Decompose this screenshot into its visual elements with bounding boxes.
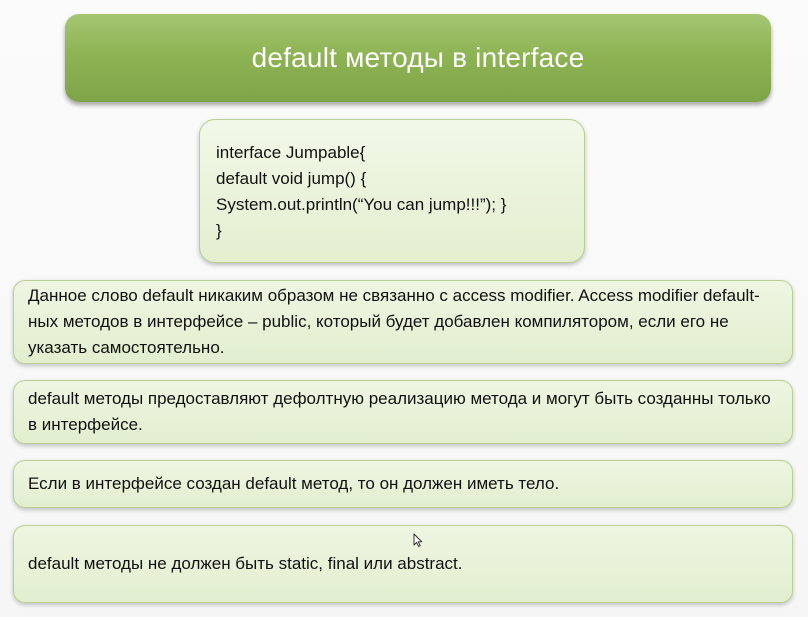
code-line: } — [216, 221, 222, 240]
title-banner: default методы в interface — [65, 14, 771, 102]
note-method-body: Если в интерфейсе создан default метод, … — [13, 460, 793, 508]
code-example-box: interface Jumpable{ default void jump() … — [199, 119, 585, 263]
note-text: default методы предоставляют дефолтную р… — [28, 389, 771, 434]
slide-title: default методы в interface — [251, 42, 585, 73]
code-line: default void jump() { — [216, 169, 367, 188]
code-line: interface Jumpable{ — [216, 143, 366, 162]
note-default-implementation: default методы предоставляют дефолтную р… — [13, 380, 793, 444]
note-text: Если в интерфейсе создан default метод, … — [28, 474, 560, 493]
note-modifiers: default методы не должен быть static, fi… — [13, 525, 793, 603]
note-access-modifier: Данное слово default никаким образом не … — [13, 280, 793, 364]
note-text: default методы не должен быть static, fi… — [28, 554, 463, 573]
mouse-pointer-icon — [413, 533, 423, 547]
note-text: Данное слово default никаким образом не … — [28, 286, 760, 357]
code-line: System.out.println(“You can jump!!!”); } — [216, 195, 507, 214]
